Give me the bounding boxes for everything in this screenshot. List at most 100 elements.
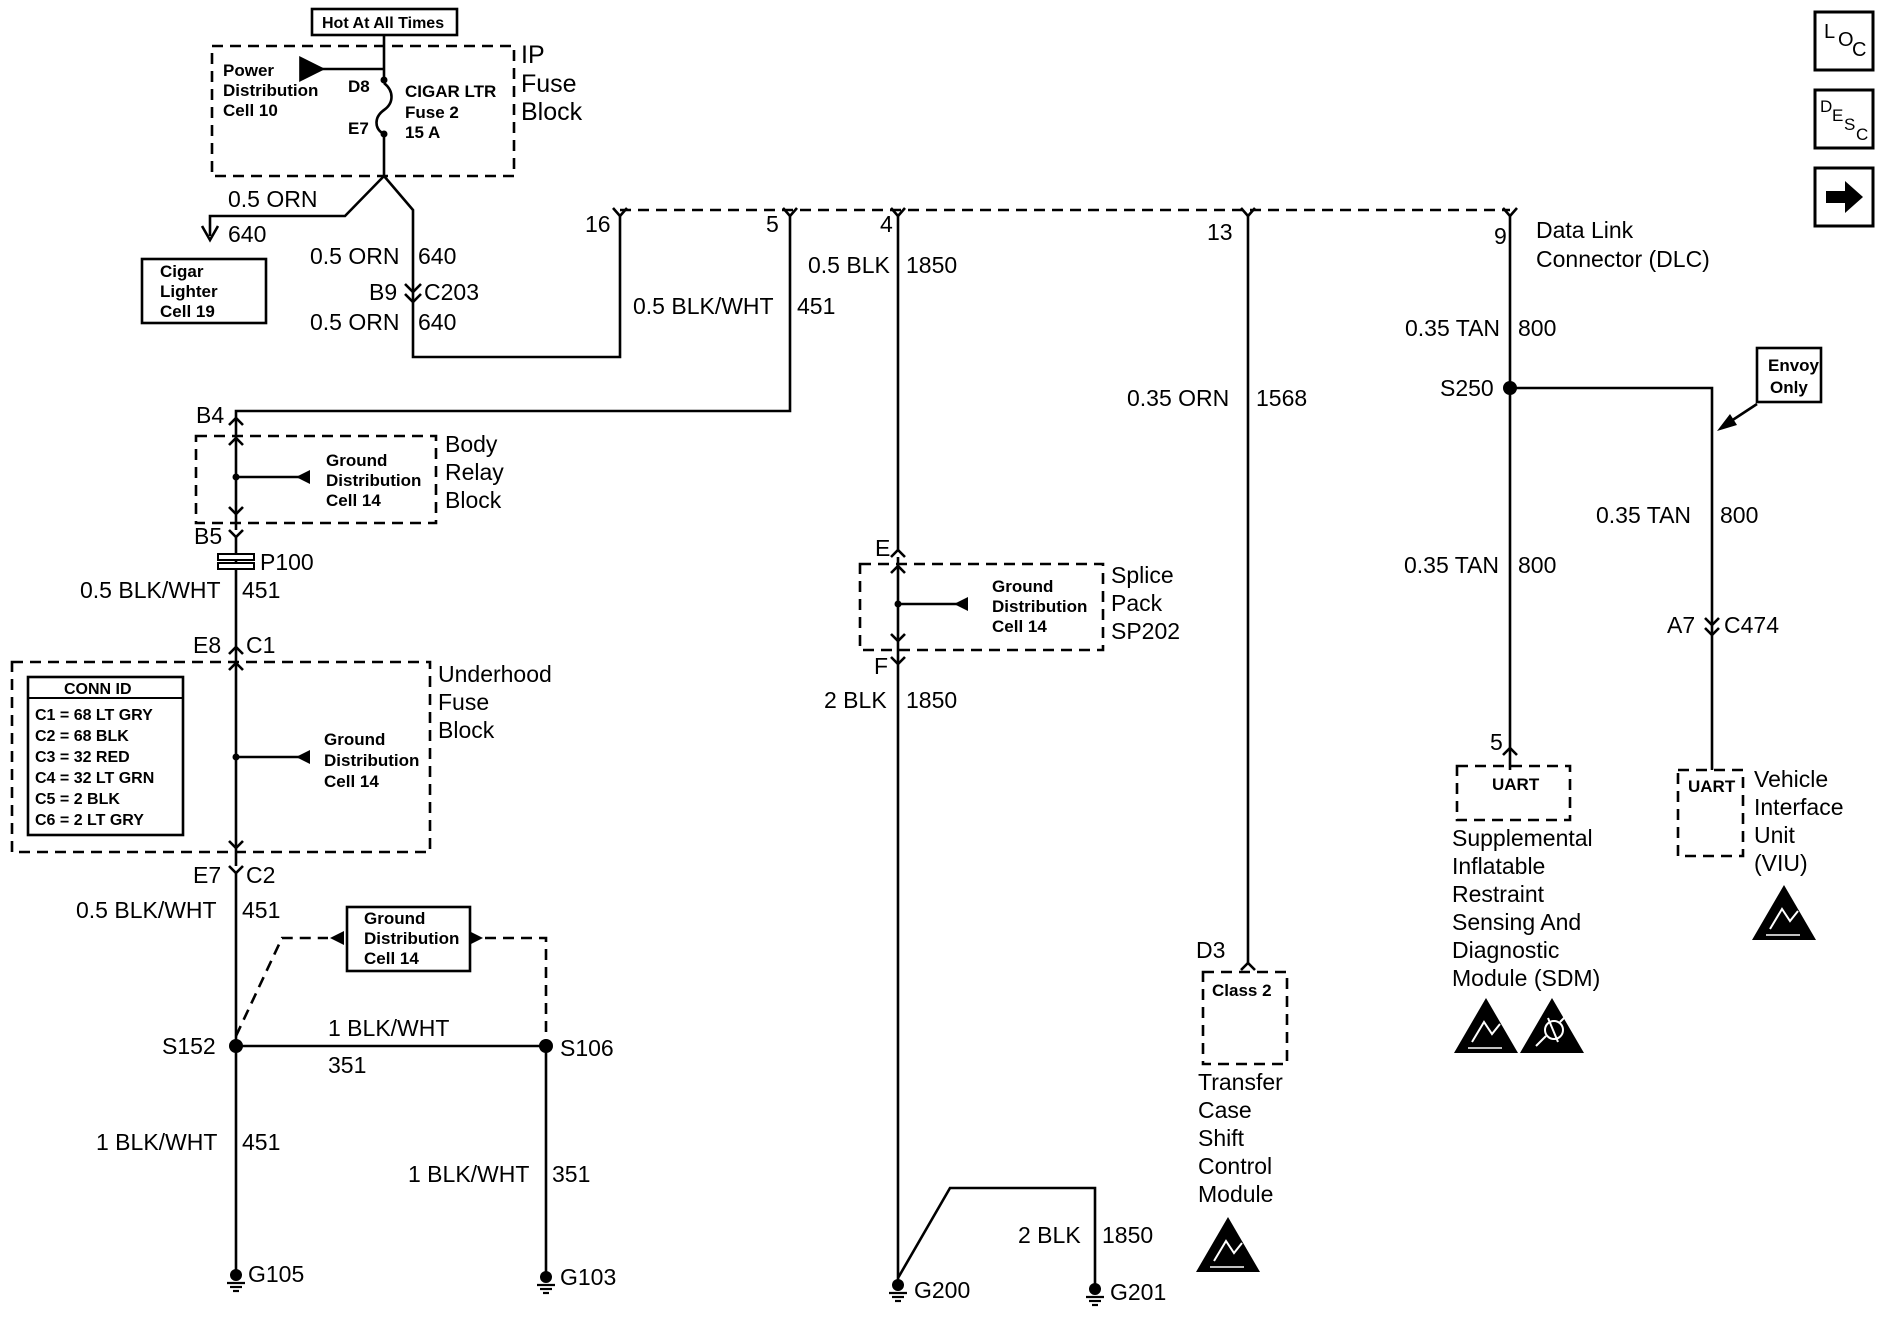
- splice-pack-ground-2: Distribution: [992, 597, 1087, 616]
- desc-letter-c: C: [1856, 125, 1868, 144]
- wire-1568-color: 0.35 ORN: [1127, 385, 1229, 411]
- lower-ground-ref-box: [345, 905, 472, 973]
- body-relay-ground-1: Ground: [326, 451, 387, 470]
- s250-name: S250: [1440, 375, 1494, 401]
- underhood-title-1: Underhood: [438, 661, 552, 687]
- viu-title-4: (VIU): [1754, 850, 1808, 876]
- sdm-title-6: Module (SDM): [1452, 965, 1600, 991]
- wire-800-top-color: 0.35 TAN: [1405, 315, 1500, 341]
- splice-pack-pin-e: E: [875, 535, 890, 561]
- wire-1850-g201-color: 2 BLK: [1018, 1222, 1081, 1248]
- wire-640-top-num: 640: [418, 243, 456, 269]
- wire-451-p100-num: 451: [242, 577, 280, 603]
- splice-pack-title-3: SP202: [1111, 618, 1180, 644]
- s106-name: S106: [560, 1035, 614, 1061]
- power-distribution-label-2: Distribution: [223, 81, 318, 100]
- desc-letter-e: E: [1832, 106, 1843, 125]
- conn-id-c3: C3 = 32 RED: [35, 749, 130, 766]
- envoy-only-box: [1755, 346, 1823, 404]
- underhood-fuse-block: [10, 660, 432, 854]
- fuse-pin-e7: E7: [348, 119, 369, 138]
- wire-451-bot-color: 1 BLK/WHT: [96, 1129, 217, 1155]
- tccm-title-4: Control: [1198, 1153, 1272, 1179]
- body-relay-pin-b4: B4: [196, 402, 224, 428]
- next-page-button[interactable]: [1813, 166, 1875, 228]
- wire-351-num: 351: [328, 1052, 366, 1078]
- conn-id-c2: C2 = 68 BLK: [35, 728, 129, 745]
- power-distribution-label-1: Power: [223, 61, 274, 80]
- fuse-pin-d8: D8: [348, 77, 370, 96]
- dlc-pin-4: 4: [880, 211, 893, 237]
- hot-at-all-times-label: Hot At All Times: [322, 15, 444, 32]
- envoy-only-2: Only: [1770, 378, 1808, 397]
- wire-451-top-num: 451: [797, 293, 835, 319]
- fuse-rating: 15 A: [405, 123, 440, 142]
- cigar-lighter-ref-2: Lighter: [160, 282, 218, 301]
- sdm-module: [1455, 764, 1572, 822]
- cigar-lighter-ref-1: Cigar: [160, 262, 204, 281]
- dlc-pin-13: 13: [1207, 219, 1233, 245]
- underhood-title-3: Block: [438, 717, 495, 743]
- c474-name: C474: [1724, 612, 1779, 638]
- lower-ground-ref-3: Cell 14: [364, 949, 419, 968]
- tccm-title-5: Module: [1198, 1181, 1273, 1207]
- wire-1850-top-color: 0.5 BLK: [808, 252, 890, 278]
- wire-351-bot-num: 351: [552, 1161, 590, 1187]
- sdm-esd-warning-icon: [1453, 997, 1519, 1054]
- p100-name: P100: [260, 549, 314, 575]
- power-distribution-label-3: Cell 10: [223, 101, 278, 120]
- body-relay-title-2: Relay: [445, 459, 504, 485]
- g105-ground-icon: [225, 1267, 247, 1293]
- viu-module: [1676, 768, 1745, 858]
- wire-451-mid-color: 0.5 BLK/WHT: [76, 897, 217, 923]
- body-relay-ground-2: Distribution: [326, 471, 421, 490]
- tccm-class2-label: Class 2: [1212, 981, 1272, 1000]
- loc-button[interactable]: L O C: [1813, 10, 1875, 72]
- splice-pack-ground-3: Cell 14: [992, 617, 1047, 636]
- cigar-lighter-ref-3: Cell 19: [160, 302, 215, 321]
- underhood-pin-e7: E7: [193, 862, 221, 888]
- tccm-module: [1201, 970, 1289, 1066]
- wire-800-viu: [1510, 386, 1714, 770]
- sdm-title-5: Diagnostic: [1452, 937, 1559, 963]
- wire-451-bot-num: 451: [242, 1129, 280, 1155]
- dlc-pin-9: 9: [1494, 223, 1507, 249]
- fuse-icon: [375, 76, 393, 138]
- dlc-title-1: Data Link: [1536, 217, 1634, 243]
- wire-640-cigar-color: 0.5 ORN: [228, 186, 317, 212]
- c203-pin: B9: [369, 279, 397, 305]
- desc-button[interactable]: D E S C: [1813, 88, 1875, 150]
- c203-name: C203: [424, 279, 479, 305]
- wire-800-sdm-num: 800: [1518, 552, 1556, 578]
- g103-ground-icon: [535, 1269, 557, 1295]
- tccm-esd-warning-icon: [1195, 1216, 1261, 1273]
- underhood-ground-1: Ground: [324, 730, 385, 749]
- sdm-title-2: Inflatable: [1452, 853, 1545, 879]
- wire-1850-bot-color: 2 BLK: [824, 687, 887, 713]
- g201-ground-icon: [1084, 1281, 1106, 1307]
- lower-ground-ref-1: Ground: [364, 909, 425, 928]
- loc-letter-l: L: [1824, 21, 1835, 43]
- body-relay-title-1: Body: [445, 431, 498, 457]
- underhood-conn-c1: C1: [246, 632, 275, 658]
- g105-name: G105: [248, 1261, 304, 1287]
- desc-letter-s: S: [1844, 115, 1855, 134]
- fuse-number: Fuse 2: [405, 103, 459, 122]
- dlc-pin-5: 5: [766, 211, 779, 237]
- wire-451-top-color: 0.5 BLK/WHT: [633, 293, 774, 319]
- c474-connector-icon: [1704, 617, 1720, 637]
- p100-connector-icon: [217, 553, 255, 570]
- envoy-only-1: Envoy: [1768, 356, 1820, 375]
- viu-title-1: Vehicle: [1754, 766, 1828, 792]
- conn-id-c5: C5 = 2 BLK: [35, 791, 120, 808]
- body-relay-ground-3: Cell 14: [326, 491, 381, 510]
- tccm-title-3: Shift: [1198, 1125, 1245, 1151]
- body-relay-pin-b5: B5: [194, 523, 222, 549]
- underhood-ground-3: Cell 14: [324, 772, 379, 791]
- g103-name: G103: [560, 1264, 616, 1290]
- wire-640-top-color: 0.5 ORN: [310, 243, 399, 269]
- tccm-title-1: Transfer: [1198, 1069, 1283, 1095]
- splice-pack-title-2: Pack: [1111, 590, 1163, 616]
- loc-letter-o: O: [1838, 29, 1854, 51]
